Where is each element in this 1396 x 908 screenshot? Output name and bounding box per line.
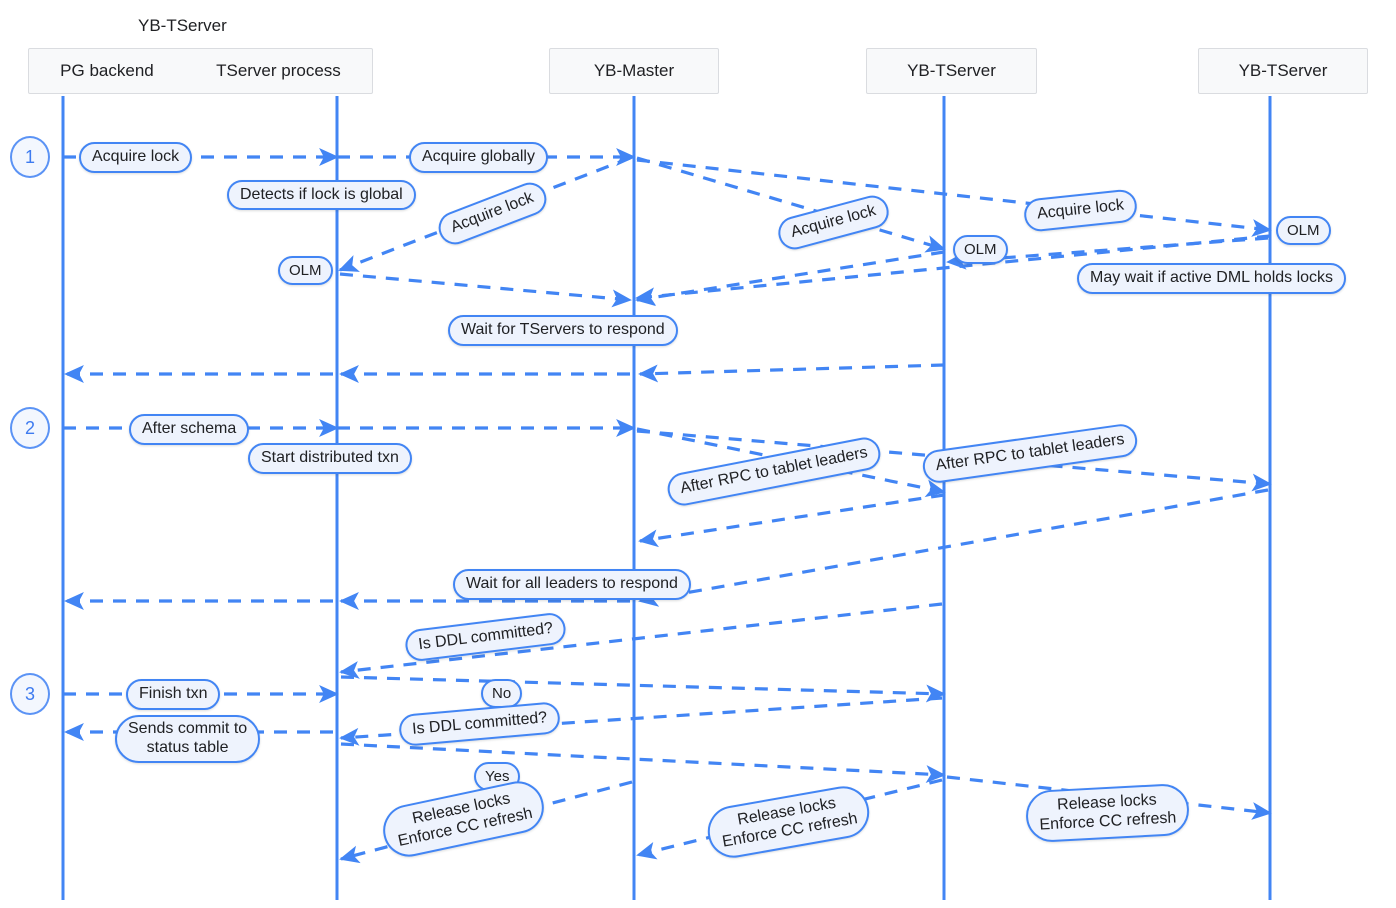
message-label-is-ddl-committed-1: Is DDL committed? <box>403 611 568 663</box>
message-label-sends-commit-to-status-table: Sends commit to status table <box>115 715 261 763</box>
message-label-is-ddl-committed-2: Is DDL committed? <box>397 701 562 747</box>
message-label-may-wait-if-active-dml-holds-locks: May wait if active DML holds locks <box>1077 263 1347 294</box>
message-label-release-locks-enforce-cc-refresh-3: Release locks Enforce CC refresh <box>1024 782 1191 844</box>
message-label-detects-if-lock-is-global: Detects if lock is global <box>227 180 416 210</box>
participant-header-master: YB-Master <box>549 48 719 94</box>
message-label-acquire-globally: Acquire globally <box>409 142 548 173</box>
message-label-after-schema: After schema <box>129 414 250 445</box>
participant-header-tserver-group: PG backend TServer process <box>28 48 373 94</box>
message-label-release-locks-enforce-cc-refresh-2: Release locks Enforce CC refresh <box>703 782 874 862</box>
step-marker-2: 2 <box>10 407 50 449</box>
group-title-yb-tserver: YB-TServer <box>138 16 227 35</box>
message-label-start-distributed-txn: Start distributed txn <box>248 443 412 474</box>
message-label-after-rpc-to-tablet-leaders-1: After RPC to tablet leaders <box>664 434 884 509</box>
arrow-tserverproc-to-master-ack <box>339 272 632 308</box>
arrow-master-to-tserver3-acquire-lock <box>636 158 1272 237</box>
participant-label-master: YB-Master <box>593 61 675 80</box>
message-label-olm-tserver2: OLM <box>953 235 1008 264</box>
participant-header-tserver3: YB-TServer <box>1198 48 1368 94</box>
message-label-olm-tserver3: OLM <box>1276 216 1331 245</box>
message-label-wait-for-all-leaders-to-respond: Wait for all leaders to respond <box>453 569 691 600</box>
participant-label-tserver3: YB-TServer <box>1238 61 1328 80</box>
step-marker-3: 3 <box>10 673 50 715</box>
message-label-acquire-lock-to-tserver3: Acquire lock <box>1022 188 1139 233</box>
message-label-acquire-lock-to-tserver2: Acquire lock <box>774 191 893 254</box>
message-label-acquire-lock-to-tserver-process: Acquire lock <box>433 177 552 250</box>
message-label-no: No <box>481 679 523 708</box>
participant-label-pg-backend: PG backend <box>60 61 154 80</box>
participant-label-tserver-process: TServer process <box>216 61 341 80</box>
arrow-tserverproc-to-tserver2-no <box>340 675 946 703</box>
message-label-acquire-lock-pg: Acquire lock <box>79 142 193 173</box>
message-label-finish-txn: Finish txn <box>126 679 221 710</box>
message-label-olm-tserver-process: OLM <box>278 256 333 285</box>
participant-header-tserver2: YB-TServer <box>866 48 1037 94</box>
arrow-tserver2-to-master-respond <box>638 363 945 383</box>
message-label-release-locks-enforce-cc-refresh-1: Release locks Enforce CC refresh <box>378 776 549 862</box>
message-label-wait-for-tservers-to-respond: Wait for TServers to respond <box>448 315 678 346</box>
arrow-tserverproc-to-tserver2-yes <box>340 742 946 784</box>
message-label-after-rpc-to-tablet-leaders-2: After RPC to tablet leaders <box>920 422 1140 485</box>
arrow-tserver3-to-master-rpc-ack <box>638 488 1269 607</box>
arrow-tserver2-to-master-ack <box>635 250 945 307</box>
step-marker-1: 1 <box>10 136 50 178</box>
participant-label-tserver2: YB-TServer <box>907 61 996 80</box>
